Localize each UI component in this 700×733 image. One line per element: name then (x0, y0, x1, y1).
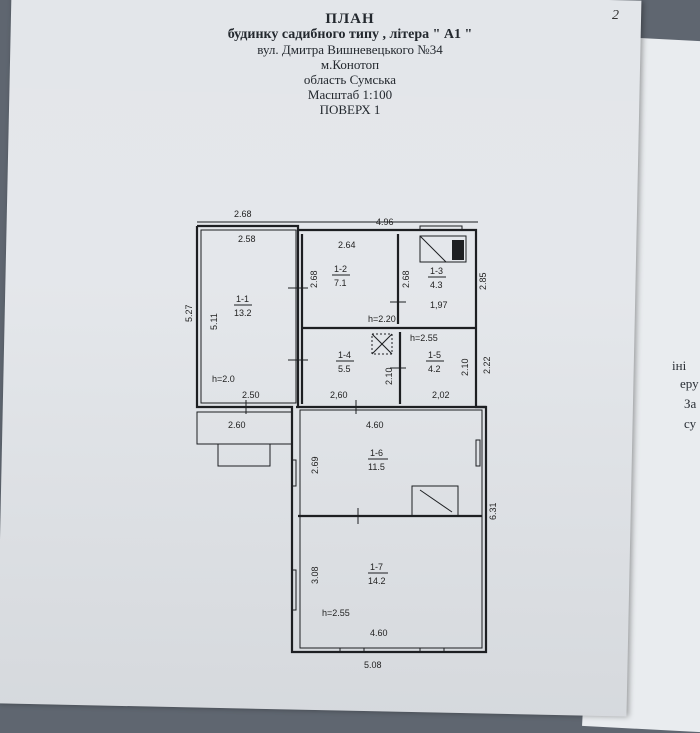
background-text: еру (680, 376, 699, 391)
room-area: 11.5 (368, 462, 385, 472)
dimension-label: 5.08 (364, 660, 382, 670)
dimension-label: 1,97 (430, 300, 448, 310)
dimension-label: h=2.0 (212, 374, 235, 384)
floor-line: ПОВЕРХ 1 (319, 102, 381, 117)
door-markers (245, 287, 406, 524)
room-id: 1-1 (236, 294, 249, 304)
dimension-label: h=2.55 (410, 333, 438, 343)
chimney-icon (371, 333, 393, 355)
document-subtitle: будинку садибного типу , літера " А1 " (227, 27, 473, 42)
room-label-1-1: 1-1 13.2 (234, 294, 252, 318)
dimension-label: 2.10 (384, 367, 394, 385)
room-area: 5.5 (338, 364, 351, 374)
dimension-label: 2.68 (234, 209, 252, 219)
dimension-label: 3.08 (310, 566, 320, 584)
room-id: 1-2 (334, 264, 347, 274)
dimension-label: 2.58 (238, 234, 256, 244)
room-id: 1-7 (370, 562, 383, 572)
room-id: 1-5 (428, 350, 441, 360)
dimension-label: 2.50 (242, 390, 260, 400)
room-label-1-6: 1-6 11.5 (368, 448, 388, 472)
dimension-label: 2,02 (432, 390, 450, 400)
room-label-1-3: 1-3 4.3 (428, 266, 446, 290)
document-header: ПЛАН будинку садибного типу , літера " А… (0, 11, 700, 118)
dimension-label: 5.27 (184, 304, 194, 322)
dimension-label: 5.11 (209, 313, 219, 330)
room-area: 4.2 (428, 364, 441, 374)
dimension-label: 2,60 (330, 390, 348, 400)
room-area: 7.1 (334, 278, 347, 288)
background-text: іні (672, 358, 687, 373)
dimension-label: h=2.55 (322, 608, 350, 618)
windows (291, 225, 481, 653)
dimension-label: 2.60 (228, 420, 246, 430)
document-title: ПЛАН (325, 11, 375, 27)
room-label-1-5: 1-5 4.2 (426, 350, 444, 374)
outer-walls (195, 224, 488, 654)
dimension-label: 4.60 (366, 420, 384, 430)
room-area: 14.2 (368, 576, 386, 586)
room-area: 4.3 (430, 280, 443, 290)
background-text: су (684, 416, 697, 431)
dimension-label: 2.64 (338, 240, 356, 250)
dimension-label: 4.96 (376, 217, 394, 227)
background-text: За (684, 396, 697, 411)
stove-icon (419, 235, 467, 263)
room-id: 1-4 (338, 350, 351, 360)
dimension-label: 2.68 (309, 270, 319, 288)
address-line: вул. Дмитра Вишневецького №34 (257, 42, 443, 57)
floor-plan: 2.68 4.96 2.58 2.64 5.27 5.11 2.68 2.68 … (184, 209, 498, 670)
room-label-1-4: 1-4 5.5 (336, 350, 354, 374)
scale-line: Масштаб 1:100 (307, 87, 393, 102)
dimension-label: 4.60 (370, 628, 388, 638)
region-line: область Сумська (303, 72, 397, 87)
city-line: м.Конотоп (320, 57, 380, 72)
dimension-label: 2.68 (401, 270, 411, 288)
room-label-1-2: 1-2 7.1 (332, 264, 350, 288)
dimension-label: 2.69 (310, 456, 320, 474)
page-number: 2 (612, 8, 619, 23)
room-area: 13.2 (234, 308, 252, 318)
stove-icon (411, 485, 459, 517)
dimension-label: 6.31 (488, 502, 498, 520)
room-id: 1-3 (430, 266, 443, 276)
room-id: 1-6 (370, 448, 383, 458)
dimension-label: 2.22 (482, 356, 492, 374)
interior-walls (296, 230, 486, 649)
room-label-1-7: 1-7 14.2 (368, 562, 388, 586)
dimension-label: 2.10 (460, 358, 470, 376)
porch (196, 411, 293, 467)
dimension-label: 2.85 (478, 272, 488, 290)
dimension-label: h=2.20 (368, 314, 396, 324)
